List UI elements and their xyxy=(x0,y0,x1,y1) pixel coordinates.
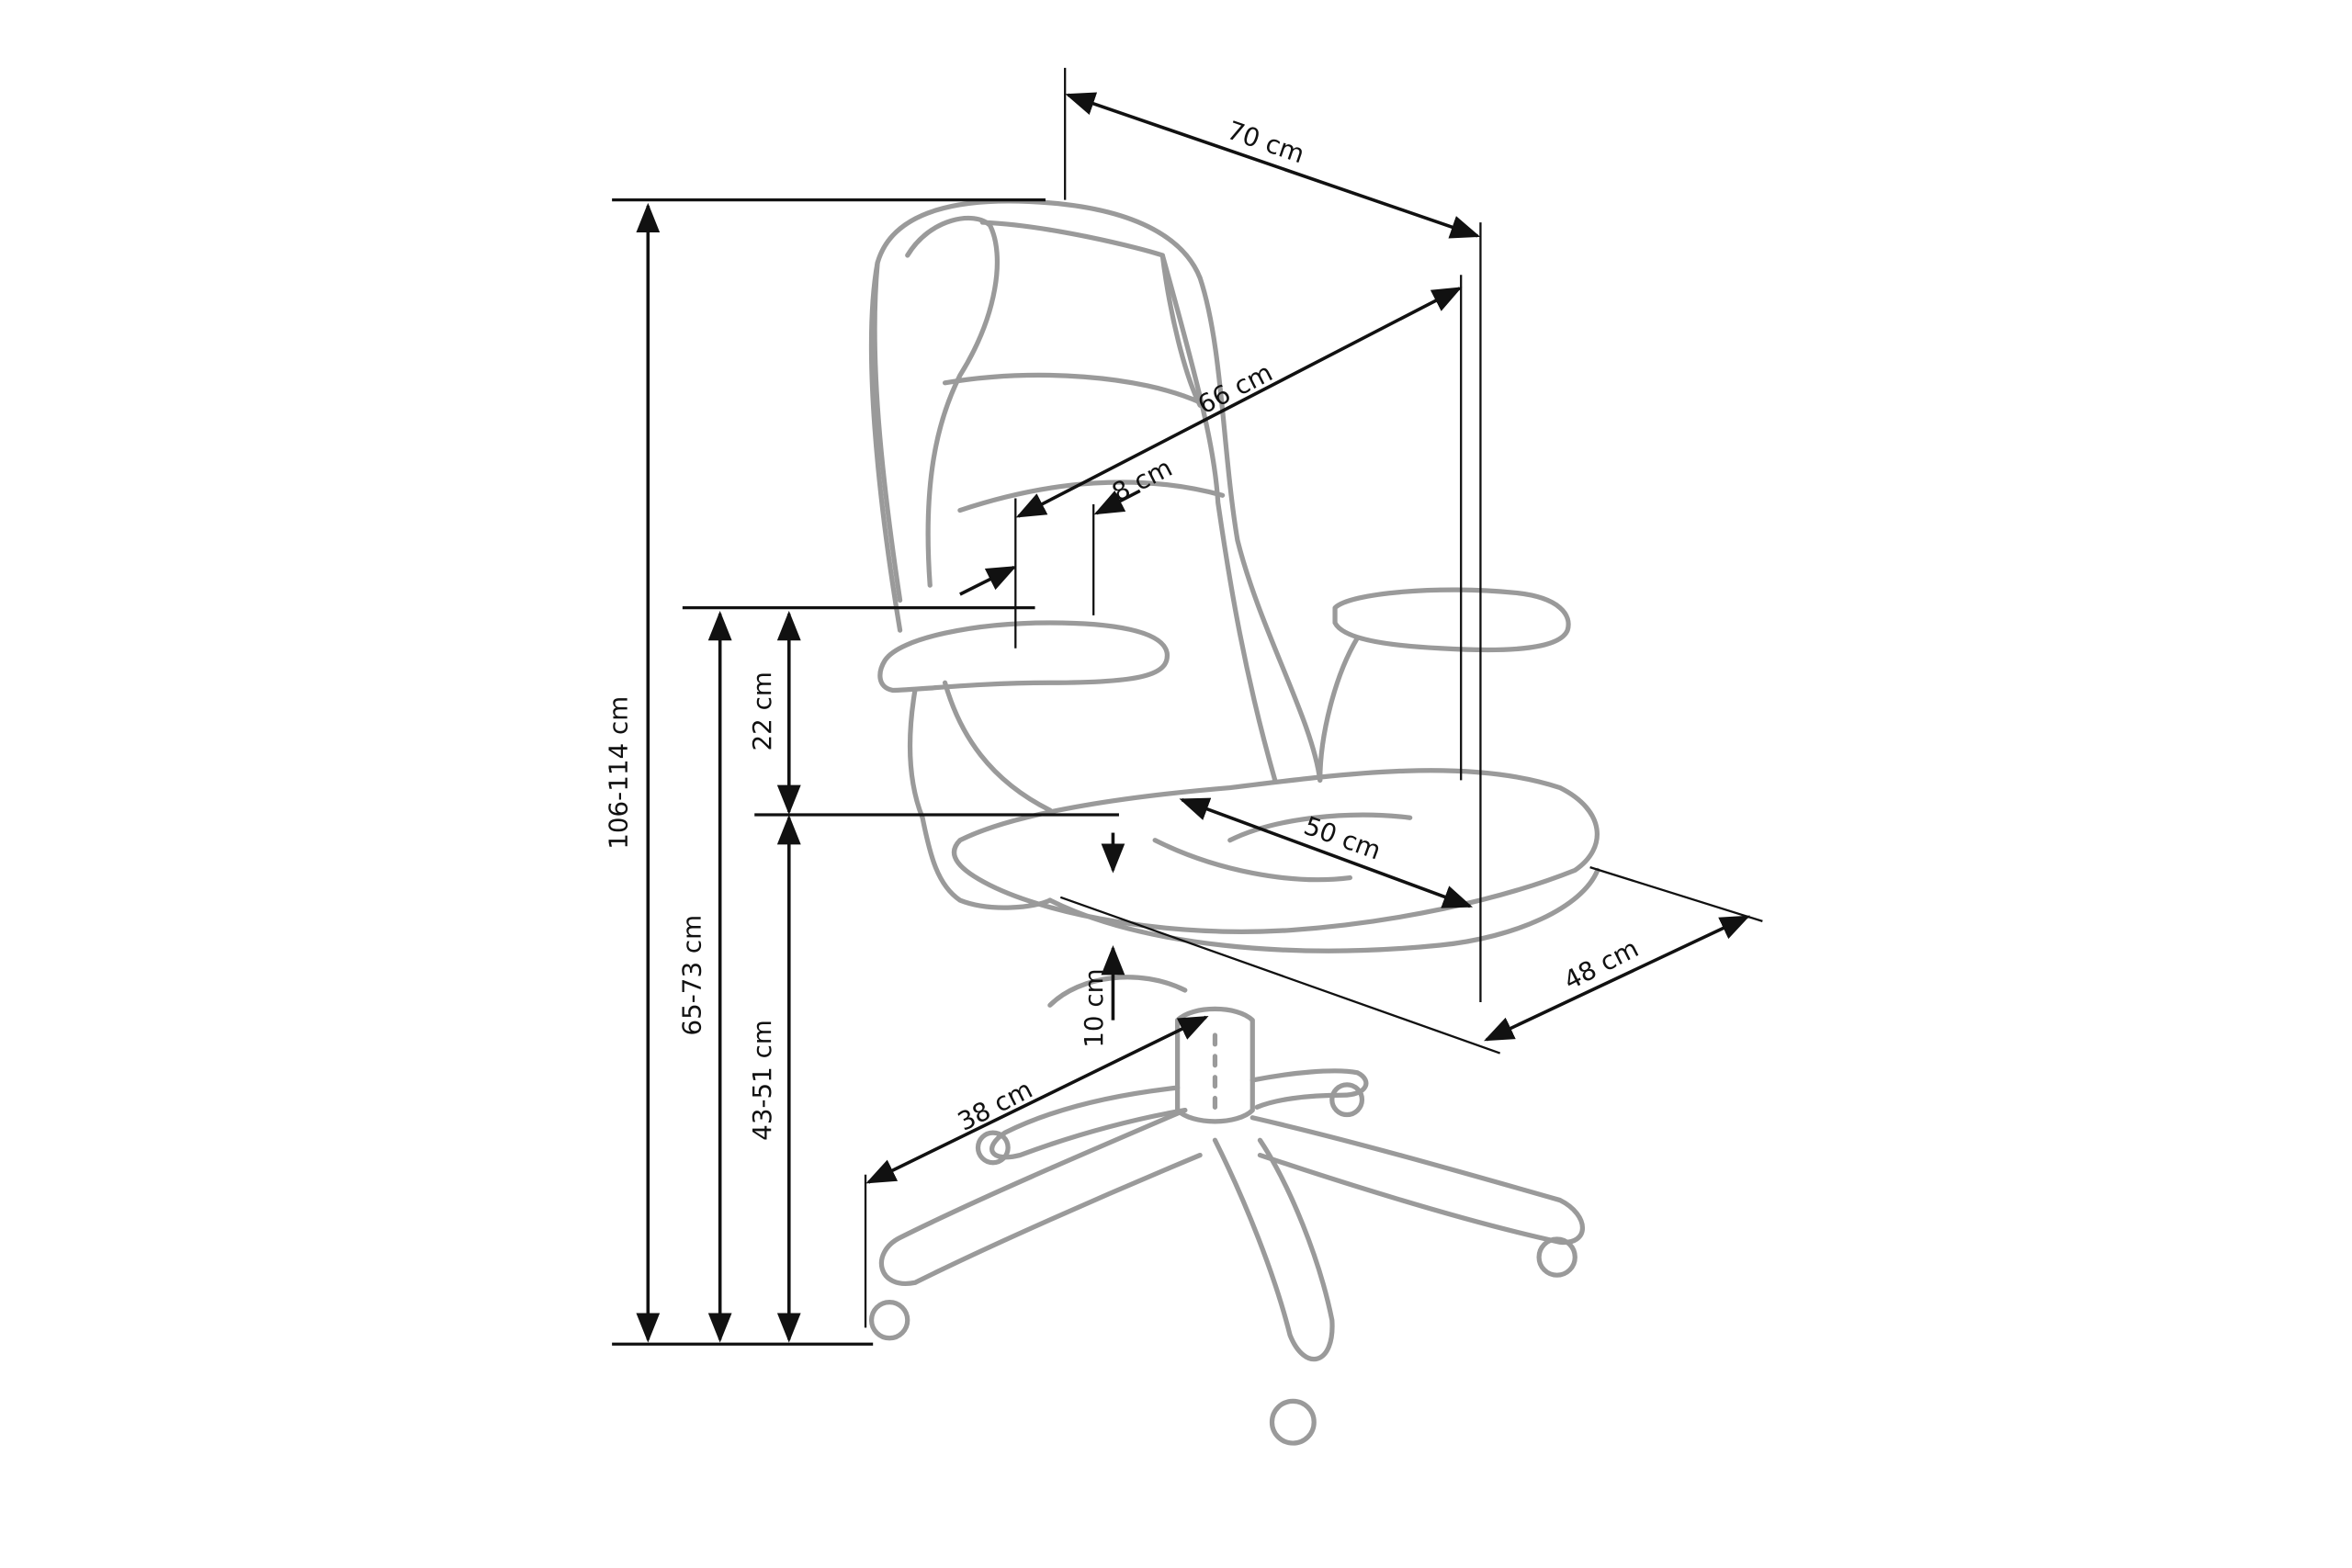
headrest-panel xyxy=(905,215,1000,588)
base-leg-front xyxy=(1212,1137,1335,1362)
dimension-lines xyxy=(636,92,1750,1343)
label-armrest-above-seat: 22 cm xyxy=(747,671,777,750)
dim-overall-width xyxy=(1065,92,1481,239)
caster xyxy=(1269,1398,1317,1446)
dim-armrest-width-a xyxy=(959,565,1017,596)
left-armrest xyxy=(877,620,1170,694)
base-leg-left xyxy=(878,1107,1203,1287)
label-overall-width: 70 cm xyxy=(1224,115,1308,169)
dim-depth xyxy=(1484,915,1750,1042)
caster xyxy=(1329,1082,1365,1118)
seat xyxy=(951,768,1600,934)
label-seat-height: 43-51 cm xyxy=(747,1020,777,1141)
dim-seat-width xyxy=(1015,287,1463,518)
caster xyxy=(1536,1236,1577,1278)
label-armrest-width: 8 cm xyxy=(1107,452,1177,508)
caster xyxy=(868,1299,910,1341)
dim-armrest-width-b xyxy=(1093,489,1141,515)
dim-base-radius xyxy=(865,1015,1209,1184)
label-height-adjust: 10 cm xyxy=(1079,968,1109,1047)
label-seat-width: 66 cm xyxy=(1193,357,1277,421)
dim-seat-depth xyxy=(1179,797,1474,908)
label-total-height: 106-114 cm xyxy=(603,696,633,850)
right-armrest xyxy=(1332,587,1571,653)
base-leg-back-right xyxy=(1250,1068,1369,1110)
base-leg-right xyxy=(1250,1115,1585,1245)
label-base-radius: 38 cm xyxy=(953,1074,1037,1137)
label-armrest-height: 65-73 cm xyxy=(676,915,707,1036)
